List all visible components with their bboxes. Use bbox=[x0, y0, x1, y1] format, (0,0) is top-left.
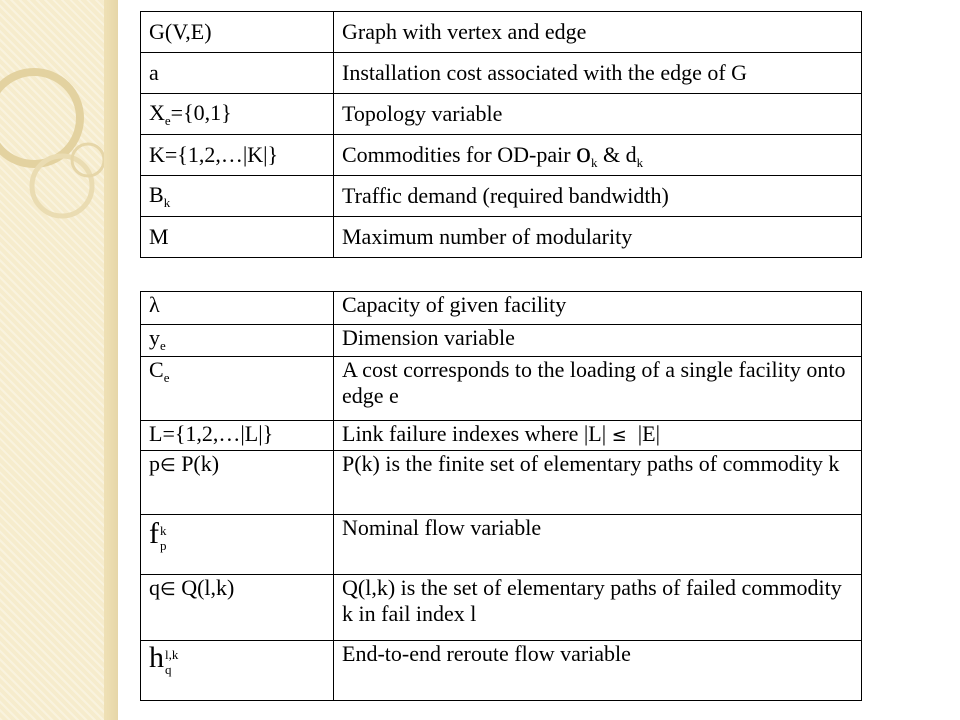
description-cell: A cost corresponds to the loading of a s… bbox=[333, 356, 862, 421]
symbol-cell: Ce bbox=[140, 356, 334, 421]
symbol-cell: ye bbox=[140, 324, 334, 357]
origin-subscript: k bbox=[591, 154, 598, 170]
symbol-subscript: e bbox=[160, 338, 166, 353]
description-text: |E| bbox=[637, 421, 660, 446]
notation-table-2: λ Capacity of given facility ye Dimensio… bbox=[140, 291, 862, 701]
table-row: Bk Traffic demand (required bandwidth) bbox=[140, 175, 862, 217]
decorative-circles-icon bbox=[0, 68, 106, 219]
symbol-cell: a bbox=[140, 52, 334, 94]
symbol-b: P(k) bbox=[181, 451, 220, 476]
symbol-subscript: k bbox=[163, 194, 171, 210]
symbol-cell: Bk bbox=[140, 175, 334, 217]
table-row: M Maximum number of modularity bbox=[140, 216, 862, 258]
ampersand: & bbox=[603, 141, 621, 167]
description-cell: Graph with vertex and edge bbox=[333, 11, 862, 53]
symbol-main: X bbox=[149, 99, 165, 125]
table-row: K={1,2,…|K|} Commodities for OD-pair ok … bbox=[140, 134, 862, 176]
table-row: p∈ P(k) P(k) is the finite set of elemen… bbox=[140, 450, 862, 515]
table-row: ye Dimension variable bbox=[140, 324, 862, 357]
description-cell: Q(l,k) is the set of elementary paths of… bbox=[333, 574, 862, 641]
symbol-subscript: e bbox=[164, 112, 171, 128]
decorative-sidebar bbox=[0, 0, 118, 720]
symbol-cell: K={1,2,…|K|} bbox=[140, 134, 334, 176]
sidebar-edge bbox=[104, 0, 118, 720]
origin-var: o bbox=[576, 135, 592, 169]
flow-var: f bbox=[149, 517, 159, 550]
description-cell: Topology variable bbox=[333, 93, 862, 135]
destination-subscript: k bbox=[636, 154, 644, 170]
symbol-a: q bbox=[149, 575, 160, 600]
table-row: a Installation cost associated with the … bbox=[140, 52, 862, 94]
description-cell: Link failure indexes where |L| ≤ |E| bbox=[333, 420, 862, 451]
description-text: Commodities for OD-pair bbox=[342, 141, 571, 167]
symbol-main: C bbox=[149, 357, 164, 382]
symbol-cell: p∈ P(k) bbox=[140, 450, 334, 515]
symbol-main: B bbox=[149, 181, 164, 207]
element-of-symbol: ∈ bbox=[160, 579, 176, 600]
description-cell: P(k) is the finite set of elementary pat… bbox=[333, 450, 862, 515]
table-row: q∈ Q(l,k) Q(l,k) is the set of elementar… bbox=[140, 574, 862, 641]
reroute-var: h bbox=[149, 641, 164, 674]
description-cell: Installation cost associated with the ed… bbox=[333, 52, 862, 94]
symbol-subscript: e bbox=[163, 370, 170, 385]
table-row: L={1,2,…|L|} Link failure indexes where … bbox=[140, 420, 862, 451]
symbol-rest: ={0,1} bbox=[170, 99, 232, 125]
element-of-symbol: ∈ bbox=[160, 455, 176, 476]
symbol-cell: λ bbox=[140, 291, 334, 325]
symbol-cell: L={1,2,…|L|} bbox=[140, 420, 334, 451]
description-cell: Nominal flow variable bbox=[333, 514, 862, 575]
less-equal-symbol: ≤ bbox=[611, 425, 627, 446]
description-cell: Dimension variable bbox=[333, 324, 862, 357]
description-cell: Commodities for OD-pair ok & dk bbox=[333, 134, 862, 176]
description-cell: Capacity of given facility bbox=[333, 291, 862, 325]
table-row: Xe={0,1} Topology variable bbox=[140, 93, 862, 135]
description-cell: End-to-end reroute flow variable bbox=[333, 640, 862, 701]
symbol-a: p bbox=[149, 451, 160, 476]
table-row: G(V,E) Graph with vertex and edge bbox=[140, 11, 862, 53]
flow-superscript: k bbox=[160, 522, 167, 538]
symbol-cell: q∈ Q(l,k) bbox=[140, 574, 334, 641]
symbol-b: Q(l,k) bbox=[181, 575, 235, 600]
symbol-cell: Xe={0,1} bbox=[140, 93, 334, 135]
destination-var: d bbox=[625, 141, 637, 167]
description-cell: Maximum number of modularity bbox=[333, 216, 862, 258]
symbol-cell: G(V,E) bbox=[140, 11, 334, 53]
description-text: Link failure indexes where |L| bbox=[342, 421, 607, 446]
reroute-subscript: q bbox=[165, 661, 172, 677]
symbol-main: y bbox=[149, 325, 160, 350]
description-cell: Traffic demand (required bandwidth) bbox=[333, 175, 862, 217]
reroute-superscript: l,k bbox=[165, 646, 179, 662]
table-row: λ Capacity of given facility bbox=[140, 291, 862, 325]
symbol-cell: M bbox=[140, 216, 334, 258]
notation-table-1: G(V,E) Graph with vertex and edge a Inst… bbox=[140, 11, 862, 258]
flow-subscript: p bbox=[160, 537, 167, 553]
table-row: Ce A cost corresponds to the loading of … bbox=[140, 356, 862, 421]
